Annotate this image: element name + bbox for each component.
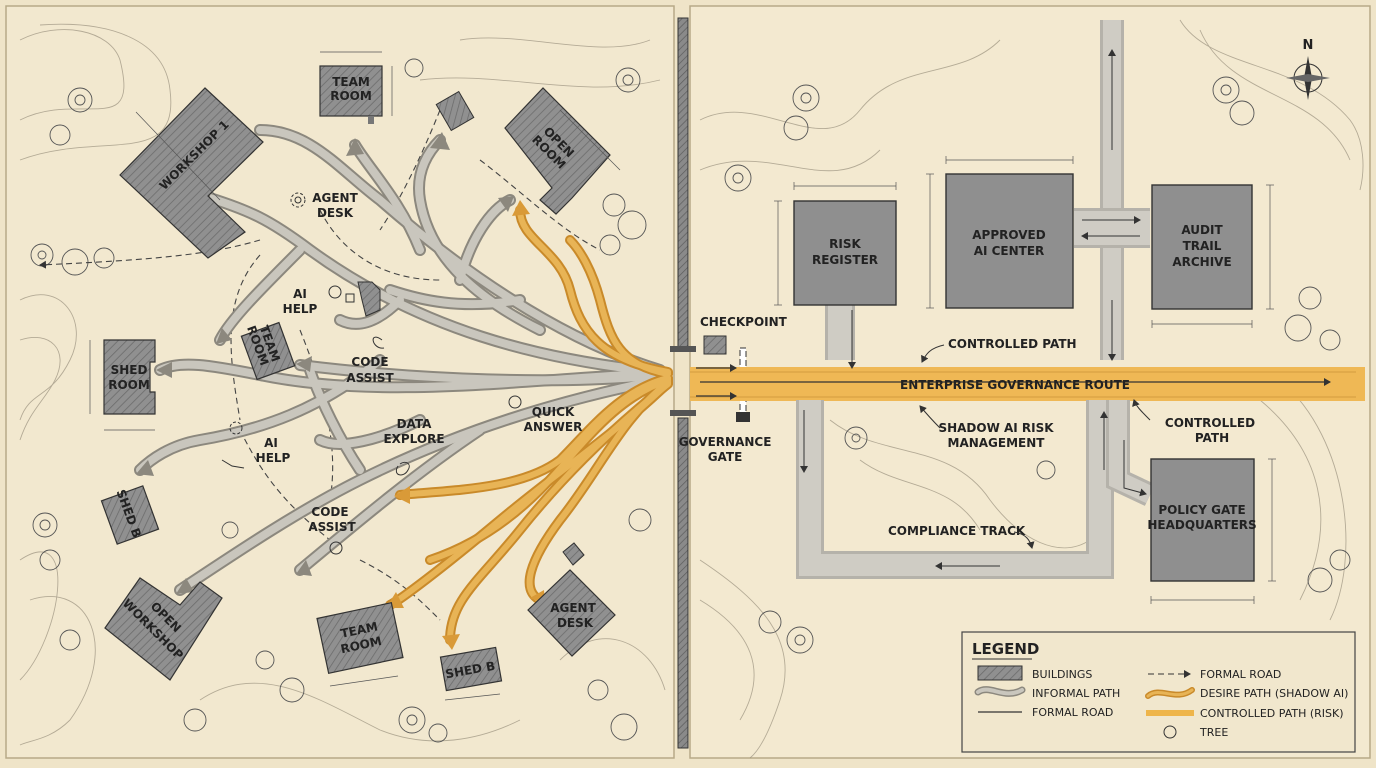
building-open-room: OPEN ROOM [504,87,611,215]
formal-roads-right [796,20,1156,579]
label-controlled-path-right-line2: PATH [1195,431,1229,445]
trees [30,58,1351,747]
building-team-room-bottom: TEAM ROOM [316,601,404,675]
legend-swatch-buildings [977,665,1023,681]
label-ai-help-mid-line1: AI [264,436,278,450]
area-icons-left [221,192,522,555]
label-enterprise-governance-route: ENTERPRISE GOVERNANCE ROUTE [900,378,1130,392]
legend-item-formal-road-dashed: FORMAL ROAD [1200,668,1281,681]
label-controlled-path-top: CONTROLLED PATH [948,337,1077,351]
building-approved-ai-center-line1: APPROVED [972,228,1045,242]
contour-lines [19,19,1364,759]
building-audit-trail-archive: AUDIT TRAIL ARCHIVE [1151,184,1253,310]
legend-item-buildings: BUILDINGS [1032,668,1092,681]
compass-north-label: N [1303,38,1314,53]
label-agent-desk-area-line2: DESK [317,206,354,220]
label-code-assist-top-line2: ASSIST [346,371,394,385]
label-shadow-ai-risk-line2: MANAGEMENT [948,436,1046,450]
building-agent-desk: AGENT DESK [527,542,616,657]
label-data-explore-line2: EXPLORE [383,432,444,446]
building-policy-gate-line1: POLICY GATE [1158,503,1245,517]
building-audit-trail-line1: AUDIT [1181,223,1223,237]
building-shed-room-line2: ROOM [108,378,150,392]
building-risk-register-line2: REGISTER [812,253,878,267]
building-risk-register-line1: RISK [829,237,861,251]
building-agent-desk-line2: DESK [557,616,594,630]
label-shadow-ai-risk-line1: SHADOW AI RISK [938,421,1054,435]
label-code-assist-top-line1: CODE [351,355,388,369]
building-approved-ai-center: APPROVED AI CENTER [945,173,1074,309]
building-shed-room-line1: SHED [111,363,148,377]
building-audit-trail-line3: ARCHIVE [1172,255,1231,269]
area-labels-left: AGENT DESK AI HELP CODE ASSIST DATA EXPL… [256,191,583,534]
building-workshop-1: WORKSHOP 1 [119,87,264,259]
building-team-room-mid: TEAM ROOM [240,321,296,381]
legend-item-tree: TREE [1199,726,1228,739]
label-agent-desk-area-line1: AGENT [312,191,358,205]
building-agent-desk-line1: AGENT [550,601,596,615]
label-governance-gate-line2: GATE [708,450,743,464]
building-audit-trail-line2: TRAIL [1183,239,1222,253]
building-shed-b-left: SHED B [100,485,160,545]
legend-item-formal-road-solid: FORMAL ROAD [1032,706,1113,719]
dimension-lines [89,51,1276,701]
legend-item-desire-path: DESIRE PATH (SHADOW AI) [1200,687,1348,700]
label-checkpoint: CHECKPOINT [700,315,788,329]
building-approved-ai-center-line2: AI CENTER [974,244,1045,258]
label-data-explore-line1: DATA [397,417,433,431]
compass: N [1286,38,1330,100]
label-controlled-path-right-line1: CONTROLLED [1165,416,1255,430]
legend-item-informal-path: INFORMAL PATH [1032,687,1120,700]
building-small-top [435,90,475,132]
legend-item-controlled-path: CONTROLLED PATH (RISK) [1200,707,1344,720]
building-policy-gate-hq: POLICY GATE HEADQUARTERS [1147,458,1257,582]
building-policy-gate-line2: HEADQUARTERS [1147,518,1256,532]
label-ai-help-top-line1: AI [293,287,307,301]
route-labels-right: CONTROLLED PATH ENTERPRISE GOVERNANCE RO… [888,337,1255,549]
building-shed-room: SHED ROOM [103,339,156,415]
desire-paths-shadow-ai [385,200,673,650]
building-risk-register: RISK REGISTER [793,200,897,306]
buildings-right: RISK REGISTER APPROVED AI CENTER AUDIT T… [793,173,1257,582]
building-team-room-top-line2: ROOM [330,89,372,103]
legend: LEGEND BUILDINGS INFORMAL PATH FORMAL RO… [961,631,1356,753]
label-quick-answer-line1: QUICK [532,405,575,419]
label-quick-answer-line2: ANSWER [524,420,583,434]
label-code-assist-bottom-line1: CODE [311,505,348,519]
gate-labels: CHECKPOINT GOVERNANCE GATE [679,315,788,464]
label-ai-help-mid-line2: HELP [256,451,291,465]
building-team-room-top-line1: TEAM [332,75,370,89]
legend-swatch-tree [1163,725,1177,739]
legend-title: LEGEND [972,640,1039,658]
label-code-assist-bottom-line2: ASSIST [308,520,356,534]
building-team-room-top: TEAM ROOM [319,65,383,124]
label-compliance-track: COMPLIANCE TRACK [888,524,1026,538]
building-shed-b-bottom: SHED B [439,646,503,692]
label-governance-gate-line1: GOVERNANCE [679,435,772,449]
label-ai-help-top-line2: HELP [283,302,318,316]
buildings-left: WORKSHOP 1 TEAM ROOM OPEN ROOM TEAM ROOM… [100,65,616,692]
